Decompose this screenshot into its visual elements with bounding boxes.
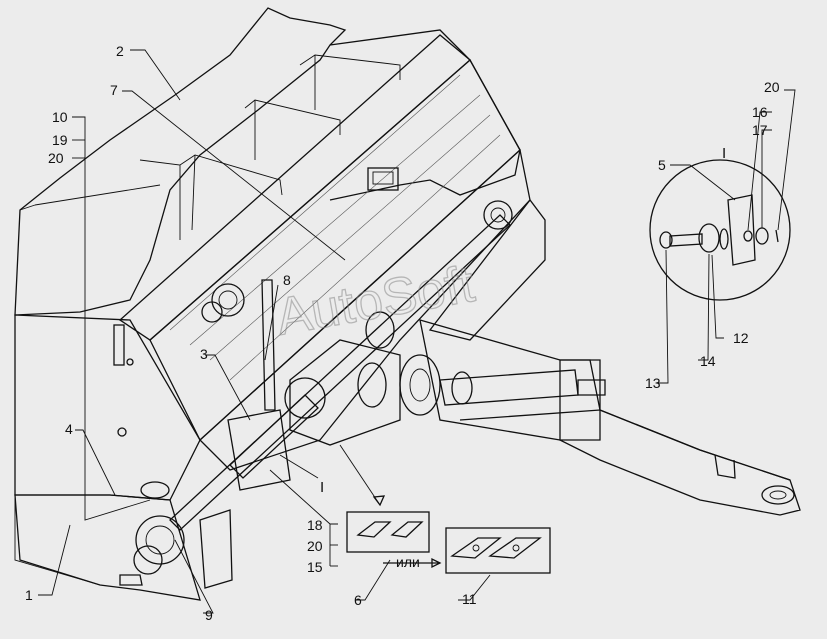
or-label: или [396, 554, 420, 570]
detail-title: I [722, 145, 726, 162]
callout-13: 13 [645, 375, 661, 391]
callout-8: 8 [283, 272, 291, 288]
callout-4: 4 [65, 421, 73, 437]
callout-16: 16 [752, 104, 768, 120]
callout-19: 19 [52, 132, 68, 148]
or-arrow-head [431, 557, 442, 569]
callout-18: 18 [307, 517, 323, 533]
watermark: AutoSoft [272, 255, 479, 347]
callout-5: 5 [658, 157, 666, 173]
callout-17: 17 [752, 122, 768, 138]
callout-7: 7 [110, 82, 118, 98]
callout-11: 11 [462, 591, 477, 607]
callout-20-right: 20 [764, 79, 780, 95]
hopper-body [14, 7, 531, 601]
callout-2: 2 [116, 43, 124, 59]
callout-12: 12 [733, 330, 749, 346]
drawbar-frame [419, 198, 801, 516]
callout-20-mid: 20 [307, 538, 323, 554]
leader-lines [38, 49, 796, 614]
callout-15: 15 [307, 559, 323, 575]
callout-labels: 1 2 3 4 5 6 7 8 9 10 19 20 11 12 13 14 1… [25, 43, 780, 623]
callout-9: 9 [205, 607, 213, 623]
callout-10: 10 [52, 109, 68, 125]
callout-14: 14 [700, 353, 716, 369]
plate-variant-11 [445, 527, 551, 574]
detail-marker: I [320, 479, 324, 496]
callout-20-left: 20 [48, 150, 64, 166]
callout-6: 6 [354, 592, 362, 608]
drive-shaft-assembly [119, 200, 606, 589]
detail-i-view [649, 159, 791, 301]
callout-1: 1 [25, 587, 33, 603]
plate-variant-6 [346, 511, 430, 553]
callout-3: 3 [200, 346, 208, 362]
